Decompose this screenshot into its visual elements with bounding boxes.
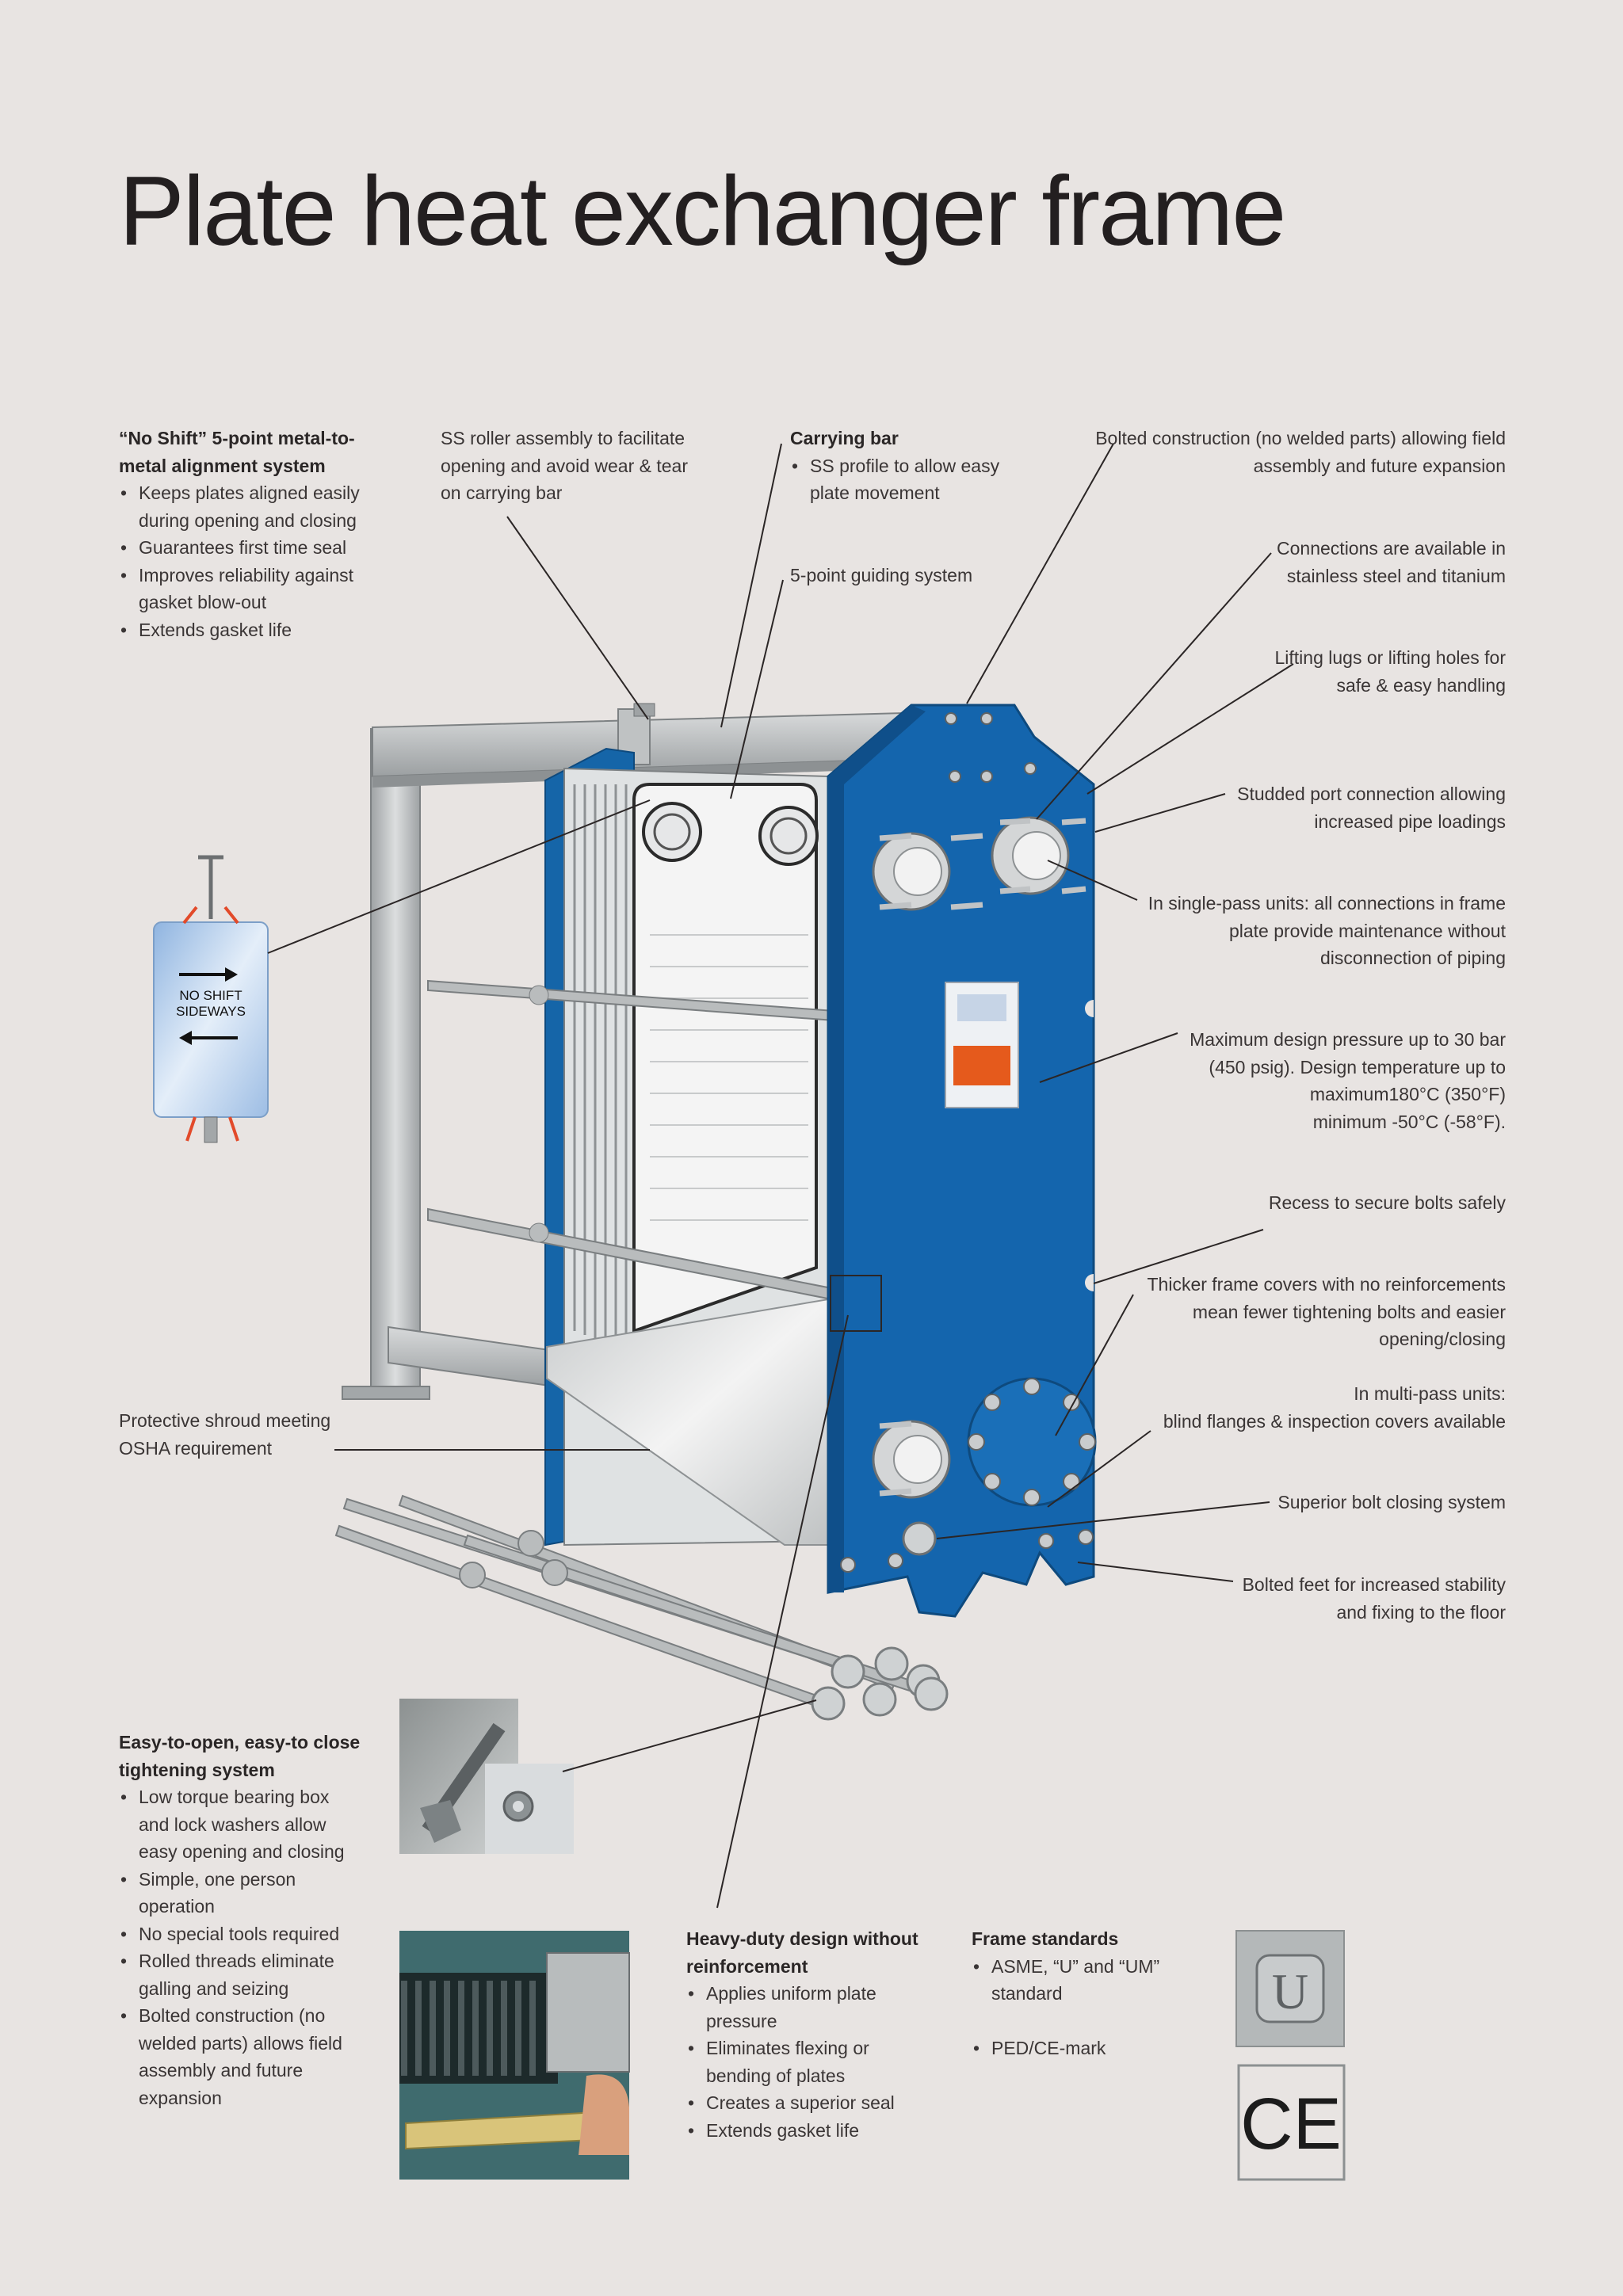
- heavy-duty-callout: Heavy-duty design without reinforcement …: [686, 1925, 924, 2144]
- connections-text: Connections are available in stainless s…: [1277, 538, 1506, 586]
- standards-heading: Frame standards: [972, 1928, 1119, 1949]
- asme-stamp: U: [1235, 1930, 1345, 2047]
- tightening-callout: Easy-to-open, easy-to close tightening s…: [119, 1729, 361, 2111]
- carrying-bar-callout: Carrying bar SS profile to allow easy pl…: [790, 425, 1028, 507]
- list-item: Extends gasket life: [119, 616, 380, 644]
- tightening-list: Low torque bearing box and lock washers …: [119, 1783, 361, 2111]
- standards-callout: Frame standards ASME, “U” and “UM” stand…: [972, 1925, 1193, 2061]
- leader-lines: [267, 443, 1294, 1909]
- spare-bolts: [334, 1494, 949, 1721]
- heavy-duty-heading: Heavy-duty design without reinforcement: [686, 1928, 918, 1977]
- asme-u-mark: U: [1272, 1963, 1308, 2019]
- bolt-photo: [399, 1699, 574, 1854]
- thicker-text: Thicker frame covers with no reinforceme…: [1147, 1274, 1507, 1349]
- feet-callout: Bolted feet for increased stability and …: [1220, 1571, 1506, 1626]
- tightening-heading: Easy-to-open, easy-to close tightening s…: [119, 1732, 361, 1780]
- no-shift-callout: “No Shift” 5-point metal-to-metal alignm…: [119, 425, 380, 643]
- no-shift-inset: NO SHIFT SIDEWAYS: [153, 855, 269, 1143]
- guiding-text: 5-point guiding system: [790, 565, 973, 585]
- list-item: No special tools required: [119, 1920, 361, 1948]
- support-column: [342, 728, 430, 1400]
- single-pass-text: In single-pass units: all connections in…: [1148, 893, 1506, 968]
- multi-pass-line-1: In multi-pass units:: [1354, 1383, 1506, 1404]
- thicker-callout: Thicker frame covers with no reinforceme…: [1133, 1271, 1507, 1353]
- sideways-label: SIDEWAYS: [176, 1004, 246, 1019]
- roller-callout: SS roller assembly to facilitate opening…: [441, 425, 710, 507]
- list-item: Low torque bearing box and lock washers …: [119, 1783, 361, 1866]
- page-title: Plate heat exchanger frame: [119, 157, 1286, 266]
- pressure-line-3: maximum180°C (350°F): [1309, 1084, 1506, 1104]
- multi-pass-line-2: blind flanges & inspection covers availa…: [1163, 1410, 1506, 1432]
- list-item: Improves reliability against gasket blow…: [119, 562, 380, 616]
- guiding-callout: 5-point guiding system: [790, 562, 1028, 589]
- list-item: Extends gasket life: [686, 2117, 924, 2145]
- shroud-callout: Protective shroud meeting OSHA requireme…: [119, 1407, 357, 1462]
- recess-text: Recess to secure bolts safely: [1268, 1192, 1506, 1213]
- heavy-duty-list: Applies uniform plate pressure Eliminate…: [686, 1980, 924, 2144]
- pressure-line-1: Maximum design pressure up to 30 bar: [1190, 1029, 1506, 1050]
- list-item: Guarantees first time seal: [119, 534, 380, 562]
- list-item: Keeps plates aligned easily during openi…: [119, 479, 380, 534]
- frame-plate: [827, 704, 1097, 1618]
- no-shift-label: NO SHIFT: [179, 988, 242, 1003]
- multi-pass-callout: In multi-pass units: blind flanges & ins…: [1133, 1380, 1506, 1435]
- feet-text: Bolted feet for increased stability and …: [1242, 1574, 1506, 1623]
- list-item: Bolted construction (no welded parts) al…: [119, 2002, 361, 2111]
- list-item: ASME, “U” and “UM” standard: [972, 1953, 1193, 2008]
- list-item: Rolled threads eliminate galling and sei…: [119, 1947, 361, 2002]
- standards-list: ASME, “U” and “UM” standard PED/CE-mark: [972, 1953, 1193, 2062]
- no-shift-list: Keeps plates aligned easily during openi…: [119, 479, 380, 643]
- recess-callout: Recess to secure bolts safely: [1236, 1189, 1506, 1217]
- studded-callout: Studded port connection allowing increas…: [1220, 780, 1506, 835]
- no-shift-heading: “No Shift” 5-point metal-to-metal alignm…: [119, 428, 355, 476]
- bolted-construction-callout: Bolted construction (no welded parts) al…: [1094, 425, 1506, 479]
- roller-text: SS roller assembly to facilitate opening…: [441, 428, 688, 503]
- lifting-text: Lifting lugs or lifting holes for safe &…: [1274, 647, 1507, 696]
- list-item: Applies uniform plate pressure: [686, 1980, 924, 2035]
- carrying-bar-heading: Carrying bar: [790, 428, 899, 448]
- ce-text: CE: [1240, 2084, 1342, 2164]
- pressure-line-4: minimum -50°C (-58°F).: [1312, 1111, 1506, 1132]
- list-item: PED/CE-mark: [972, 2035, 1193, 2062]
- superior-bolt-text: Superior bolt closing system: [1277, 1492, 1506, 1512]
- list-item: Eliminates flexing or bending of plates: [686, 2035, 924, 2089]
- connections-callout: Connections are available in stainless s…: [1252, 535, 1506, 589]
- pressure-line-2: (450 psig). Design temperature up to: [1209, 1056, 1506, 1077]
- pressure-callout: Maximum design pressure up to 30 bar (45…: [1157, 1026, 1506, 1135]
- carrying-bar-list: SS profile to allow easy plate movement: [790, 452, 1028, 507]
- shroud-text: Protective shroud meeting OSHA requireme…: [119, 1410, 331, 1459]
- measurement-photo: [399, 1931, 630, 2180]
- protective-shroud: [546, 1298, 829, 1546]
- list-item: SS profile to allow easy plate movement: [790, 452, 1028, 507]
- studded-text: Studded port connection allowing increas…: [1237, 784, 1506, 832]
- bolted-construction-text: Bolted construction (no welded parts) al…: [1095, 428, 1506, 476]
- ce-mark: CE: [1237, 2064, 1346, 2181]
- list-spacer: [972, 2008, 1193, 2035]
- list-item: Creates a superior seal: [686, 2089, 924, 2117]
- lifting-callout: Lifting lugs or lifting holes for safe &…: [1268, 644, 1507, 699]
- list-item: Simple, one person operation: [119, 1866, 361, 1920]
- single-pass-callout: In single-pass units: all connections in…: [1141, 890, 1506, 972]
- superior-bolt-callout: Superior bolt closing system: [1236, 1489, 1506, 1516]
